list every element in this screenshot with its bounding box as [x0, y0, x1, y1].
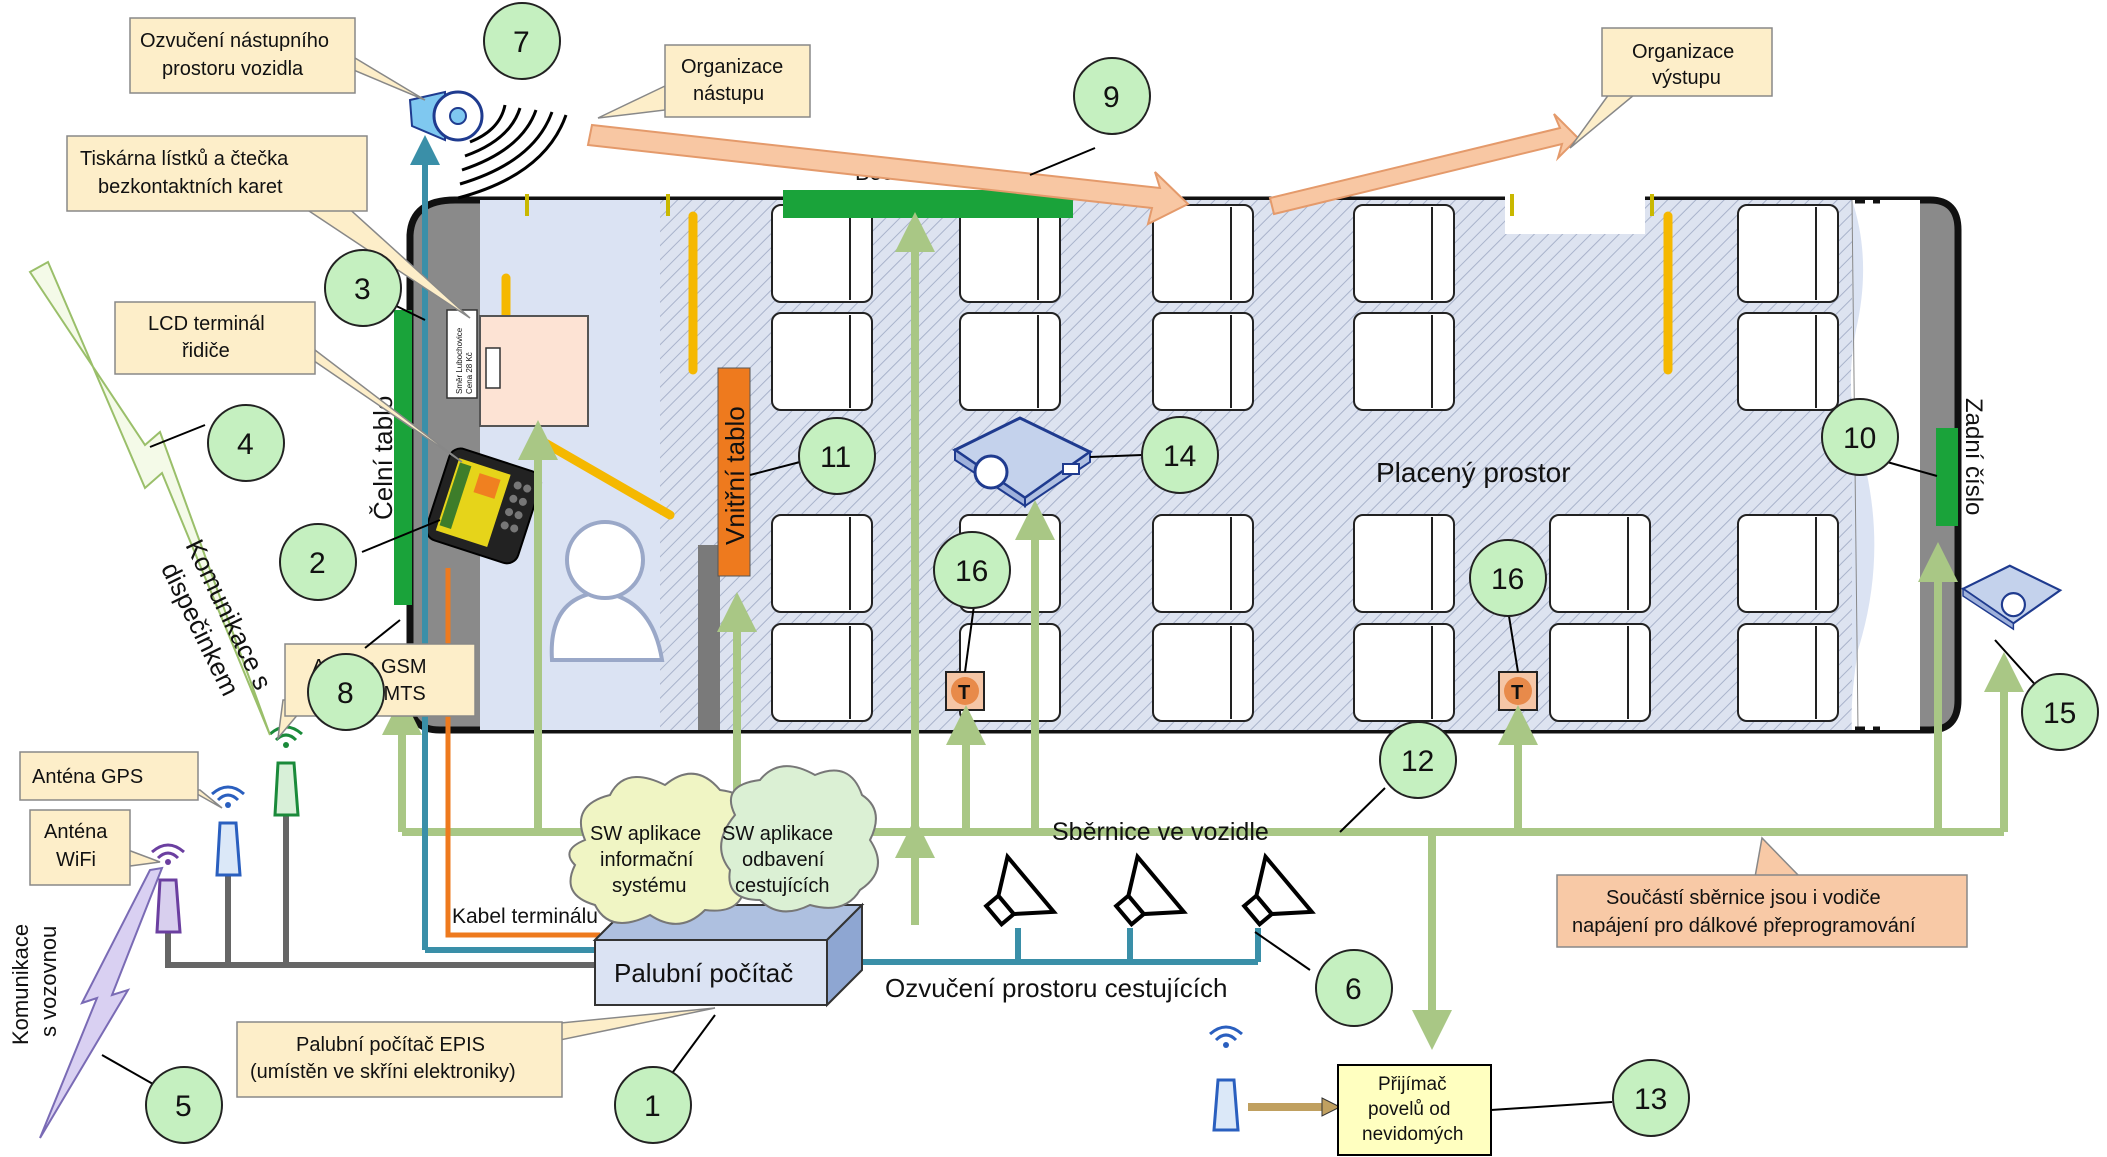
rear-number-label: Zadní číslo — [1960, 398, 1987, 515]
antennas — [151, 725, 1243, 1132]
svg-text:Součástí sběrnice jsou i vodič: Součástí sběrnice jsou i vodiče — [1606, 887, 1881, 909]
receiver-box: Přijímač povelů od nevidomých — [1337, 1064, 1492, 1156]
comm-dispatch-label: Komunikace s dispečinkem — [155, 534, 278, 700]
svg-text:systému: systému — [612, 875, 686, 897]
number-labels: 1 2 3 4 5 6 7 8 9 10 11 12 13 14 15 16 1… — [175, 26, 2076, 1123]
cable-label: Kabel terminálu — [452, 905, 598, 928]
wifi-antenna — [151, 843, 185, 934]
svg-text:Ozvučení nástupního: Ozvučení nástupního — [140, 30, 329, 52]
receiver-antenna — [1209, 1025, 1243, 1132]
svg-text:Anténa GPS: Anténa GPS — [32, 766, 143, 788]
svg-text:T: T — [1511, 682, 1523, 704]
svg-text:5: 5 — [175, 1090, 192, 1123]
svg-text:Anténa: Anténa — [44, 821, 108, 843]
lcd-terminal-device — [425, 447, 543, 565]
driver-figure — [549, 520, 665, 662]
svg-text:9: 9 — [1103, 81, 1120, 114]
svg-text:1: 1 — [644, 1090, 661, 1123]
svg-text:s vozovnou: s vozovnou — [36, 926, 61, 1037]
svg-text:2: 2 — [309, 547, 326, 580]
svg-text:T: T — [958, 682, 970, 704]
boarding-arrow — [586, 123, 1190, 226]
lightning-vehicle — [39, 866, 164, 1139]
callout-wifi: Anténa WiFi — [29, 809, 161, 886]
svg-text:Organizace: Organizace — [1632, 41, 1734, 63]
svg-text:nevidomých: nevidomých — [1362, 1124, 1463, 1145]
ticket-printer: Směr Lubochovice Cena 28 Kč — [446, 309, 589, 427]
svg-text:řidiče: řidiče — [182, 340, 230, 362]
exit-arrow — [1268, 113, 1580, 216]
svg-text:odbavení: odbavení — [742, 849, 825, 871]
svg-text:Komunikace: Komunikace — [8, 924, 33, 1045]
gps-antenna — [211, 785, 245, 877]
sw-info-cloud: SW aplikace informační systému — [568, 772, 761, 925]
svg-text:Organizace: Organizace — [681, 56, 783, 78]
svg-text:(umístěn ve skříni elektroniky: (umístěn ve skříni elektroniky) — [250, 1061, 516, 1083]
front-display — [394, 310, 412, 605]
rear-number-display — [1936, 428, 1958, 526]
svg-text:7: 7 — [513, 26, 530, 59]
svg-text:Palubní počítač EPIS: Palubní počítač EPIS — [296, 1034, 485, 1056]
svg-text:10: 10 — [1843, 422, 1876, 455]
door-markers — [525, 194, 1654, 216]
antenna-cables — [165, 815, 595, 968]
front-display-label: Čelní tablo — [368, 396, 398, 520]
callout-epis: Palubní počítač EPIS (umístěn ve skříni … — [236, 1007, 716, 1098]
callout-exit: Organizace výstupu — [1569, 27, 1773, 149]
svg-text:15: 15 — [2043, 697, 2076, 730]
temperature-sensor-1: T — [945, 671, 985, 711]
svg-text:8: 8 — [337, 677, 354, 710]
svg-text:SW aplikace: SW aplikace — [590, 823, 701, 845]
paid-area-label: Placený prostor — [1376, 457, 1571, 488]
callout-power: Součástí sběrnice jsou i vodiče napájení… — [1556, 836, 1968, 948]
svg-text:SW aplikace: SW aplikace — [722, 823, 833, 845]
svg-text:13: 13 — [1634, 1083, 1667, 1116]
onboard-computer: Palubní počítač — [592, 902, 865, 1008]
temperature-sensor-2: T — [1498, 671, 1538, 711]
svg-text:LCD terminál: LCD terminál — [148, 313, 265, 335]
svg-text:3: 3 — [354, 273, 371, 306]
passenger-audio-label: Ozvučení prostoru cestujících — [885, 973, 1227, 1003]
gsm-antenna — [269, 725, 303, 817]
svg-text:bezkontaktních karet: bezkontaktních karet — [98, 176, 283, 198]
projector-15 — [1960, 564, 2063, 631]
sw-service-cloud: SW aplikace odbavení cestujících — [720, 765, 879, 913]
svg-text:informační: informační — [600, 849, 694, 871]
svg-text:Tiskárna lístků a čtečka: Tiskárna lístků a čtečka — [80, 148, 289, 170]
svg-text:nástupu: nástupu — [693, 83, 764, 105]
callout-boarding: Organizace nástupu — [597, 44, 811, 119]
svg-text:povelů od: povelů od — [1368, 1099, 1450, 1120]
svg-text:prostoru vozidla: prostoru vozidla — [162, 58, 304, 80]
svg-text:WiFi: WiFi — [56, 849, 96, 871]
svg-text:16: 16 — [955, 555, 988, 588]
callout-lcd: LCD terminál řidiče — [114, 301, 463, 463]
inner-display-label: Vnitřní tablo — [720, 406, 750, 545]
projector-14 — [952, 416, 1093, 508]
bus-label: Sběrnice ve vozidle — [1052, 818, 1269, 846]
svg-text:napájení pro dálkové přeprogra: napájení pro dálkové přeprogramování — [1572, 915, 1916, 937]
svg-text:výstupu: výstupu — [1652, 67, 1721, 89]
svg-text:4: 4 — [237, 428, 254, 461]
inner-display — [717, 367, 751, 577]
svg-text:Směr Lubochovice: Směr Lubochovice — [455, 327, 464, 394]
svg-text:12: 12 — [1401, 745, 1434, 778]
callout-gps: Anténa GPS — [19, 751, 223, 809]
svg-text:11: 11 — [820, 441, 851, 474]
svg-text:cestujících: cestujících — [735, 875, 829, 897]
comm-vehicle-label: Komunikace s vozovnou — [8, 924, 61, 1045]
entry-speaker — [408, 90, 568, 200]
svg-text:Přijímač: Přijímač — [1378, 1074, 1447, 1095]
svg-text:Cena 28 Kč: Cena 28 Kč — [465, 352, 474, 394]
number-markers — [145, 2, 2099, 1144]
passenger-speakers — [983, 852, 1316, 928]
lightning-dispatch — [28, 260, 271, 736]
callout-speaker: Ozvučení nástupního prostoru vozidla — [129, 17, 426, 101]
svg-text:Palubní počítač: Palubní počítač — [614, 958, 793, 988]
svg-text:16: 16 — [1491, 563, 1524, 596]
svg-text:6: 6 — [1345, 973, 1362, 1006]
svg-text:14: 14 — [1163, 440, 1196, 473]
